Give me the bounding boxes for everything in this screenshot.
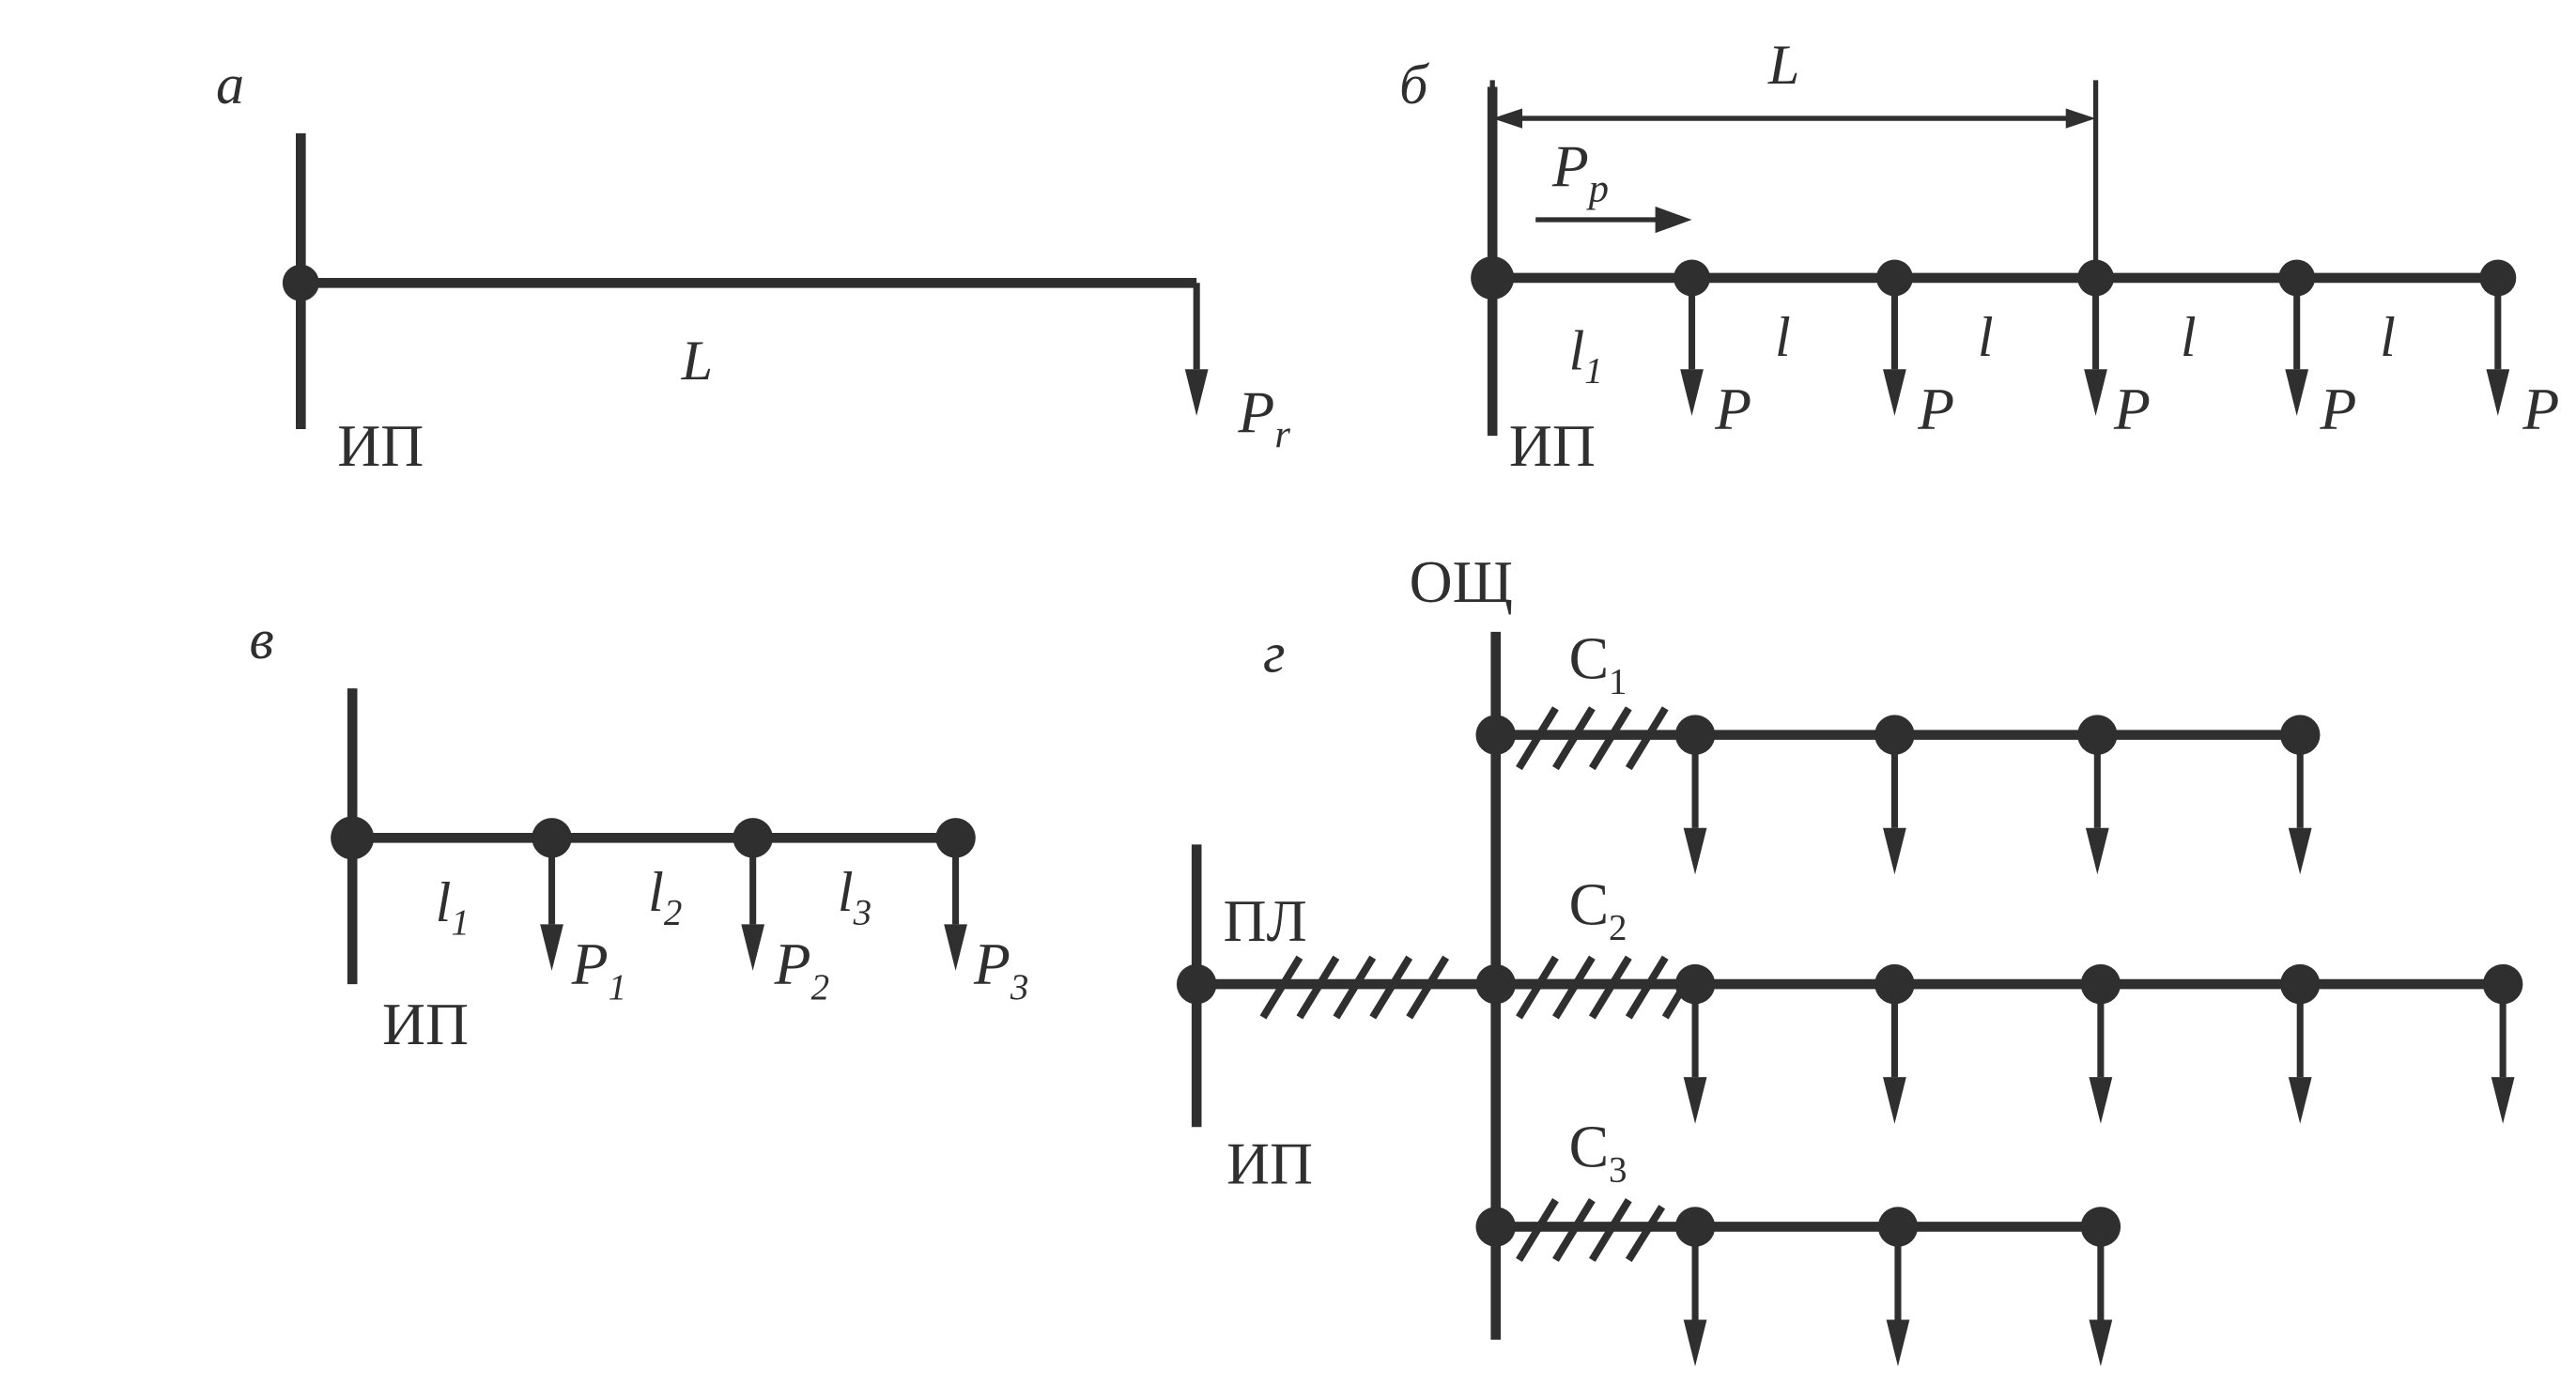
panel-b-load-3	[2077, 259, 2115, 416]
panel-v-segment-label-3: l3	[838, 861, 872, 932]
panel-g-section-2-load-1	[1674, 963, 1716, 1124]
panel-a-length-label: L	[681, 330, 713, 392]
panel-g-section-3-label: C3	[1569, 1114, 1627, 1191]
panel-b-label: б	[1399, 54, 1429, 116]
panel-b-load-label-3: P	[2113, 376, 2151, 442]
panel-v-load-label-3: P3	[973, 931, 1028, 1008]
panel-b-length-label: L	[1767, 34, 1799, 97]
panel-g-section-2-hatch	[1516, 955, 1699, 1020]
panel-b-load-4	[2278, 259, 2316, 416]
panel-g-section-1: C1	[1495, 624, 2321, 875]
panel-b-segment-label-1: l	[1775, 306, 1791, 369]
panel-g-section-2-load-4	[2279, 963, 2321, 1124]
panel-g-section-3-load-3	[2080, 1207, 2121, 1367]
panel-g-section-3-load-2	[1877, 1207, 1919, 1367]
panel-b: б L Pр	[1399, 34, 2559, 479]
panel-g-source-label: ИП	[1226, 1130, 1313, 1196]
panel-b-load-label-4: P	[2319, 376, 2356, 442]
panel-a: а L ИП Pr	[216, 54, 1290, 479]
panel-g-section-1-load-4	[2279, 715, 2321, 875]
panel-a-label: а	[216, 54, 244, 116]
panel-v-load-label-2: P2	[774, 931, 829, 1008]
panel-b-load-label-1: P	[1714, 376, 1751, 442]
panel-g-section-2-label: C2	[1569, 870, 1627, 947]
panel-v-load-3	[935, 818, 976, 971]
panel-b-dim-arrow-left	[1492, 108, 1523, 129]
panel-b-rated-arrow-head	[1655, 206, 1692, 234]
panel-v-source-node	[331, 816, 375, 860]
panel-g-section-2-load-5	[2482, 963, 2523, 1124]
panel-v-load-label-1: P1	[571, 931, 626, 1008]
panel-v-load-2	[733, 818, 773, 971]
panel-g-label: г	[1263, 622, 1285, 685]
panel-v-load-1	[532, 818, 572, 971]
panel-v-segment-label-2: l2	[648, 861, 682, 932]
panel-b-load-label-5: P	[2522, 376, 2559, 442]
panel-b-segment-label-3: l	[2181, 306, 2197, 369]
panel-b-first-segment-label: l1	[1569, 319, 1603, 391]
panel-v: в l1 l2 l3 P1 P2 P3 ИП	[249, 608, 1028, 1057]
panel-v-label: в	[249, 608, 273, 671]
panel-g: г ОЩ ПЛ ИП C1	[1176, 548, 2523, 1367]
panel-g-section-2-load-3	[2080, 963, 2121, 1124]
panel-g-source-node	[1176, 963, 1217, 1005]
panel-a-source-node	[282, 264, 319, 301]
panel-b-source-label: ИП	[1509, 412, 1596, 479]
panel-g-section-1-hatch	[1516, 706, 1669, 771]
panel-g-line-label: ПЛ	[1223, 887, 1306, 954]
panel-b-load-5	[2479, 259, 2517, 416]
panel-a-source-label: ИП	[337, 412, 424, 479]
panel-g-section-1-label: C1	[1569, 624, 1627, 701]
panel-b-segment-label-2: l	[1978, 306, 1994, 369]
panel-v-segment-label-1: l1	[436, 871, 470, 943]
panel-b-load-1	[1674, 259, 1710, 416]
panel-g-feeder-hatch	[1259, 955, 1450, 1020]
panel-g-section-3: C3	[1495, 1114, 2121, 1367]
panel-b-load-2	[1875, 259, 1913, 416]
panel-b-dim-arrow-right	[2065, 108, 2096, 129]
panel-b-segment-label-4: l	[2380, 306, 2396, 369]
panel-g-section-2: C2	[1495, 870, 2523, 1124]
panel-g-section-3-hatch	[1516, 1198, 1666, 1262]
panel-g-shield-label: ОЩ	[1410, 548, 1513, 615]
panel-b-load-label-2: P	[1917, 376, 1954, 442]
panel-b-source-node	[1471, 255, 1515, 300]
panel-g-section-3-load-1	[1674, 1207, 1716, 1367]
panel-g-section-1-load-1	[1674, 715, 1716, 875]
panel-a-load-label: Pr	[1237, 379, 1290, 457]
panel-g-section-1-load-3	[2077, 715, 2118, 875]
panel-a-load-arrow	[1184, 369, 1209, 416]
panel-b-rated-power-label: Pр	[1551, 133, 1609, 211]
panel-g-section-1-load-2	[1874, 715, 1915, 875]
panel-v-source-label: ИП	[382, 991, 469, 1057]
panel-g-section-2-load-2	[1874, 963, 1915, 1124]
